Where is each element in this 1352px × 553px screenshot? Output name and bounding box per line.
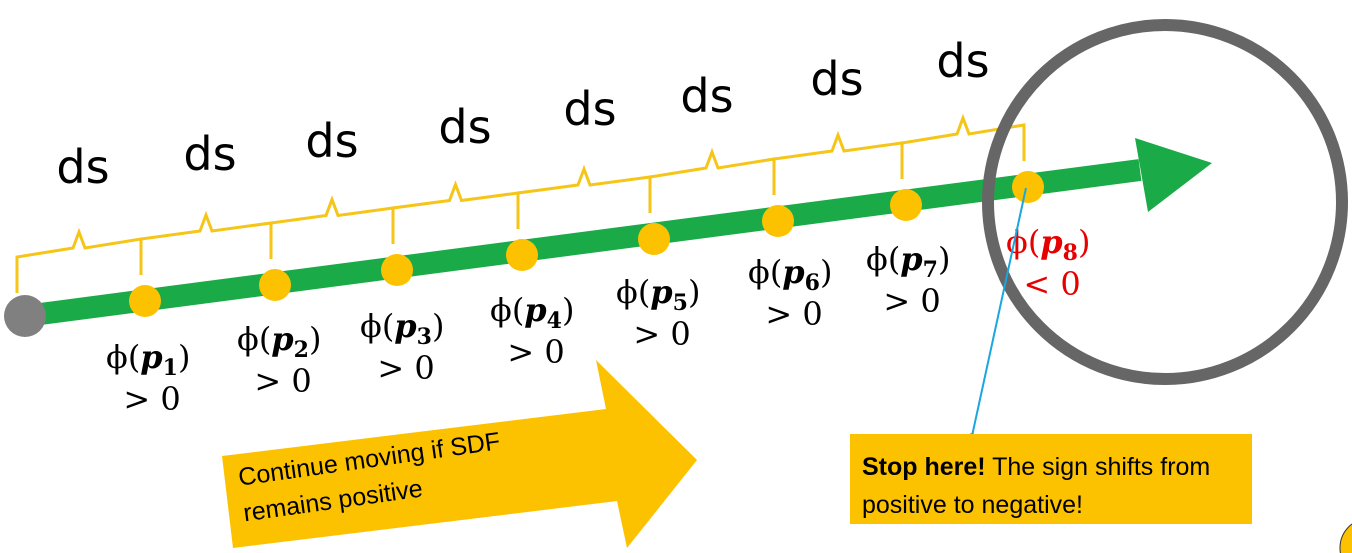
- phi-label: ϕ(p6): [748, 253, 832, 296]
- ds-bracket: [648, 147, 776, 213]
- ds-bracket: [900, 113, 1026, 179]
- phi-label: ϕ(p2): [237, 320, 321, 363]
- inequality-label: > 0: [123, 380, 180, 418]
- corner-badge: [1339, 523, 1352, 553]
- ray-origin: [4, 295, 46, 337]
- inequality-label: < 0: [1023, 265, 1080, 303]
- sample-point: [890, 189, 922, 221]
- inequality-label: > 0: [633, 315, 690, 353]
- ray-arrowhead: [1135, 138, 1212, 212]
- sample-point: [259, 269, 291, 301]
- phi-label: ϕ(p3): [360, 307, 444, 350]
- stop-callout-text: The sign shifts from positive to negativ…: [862, 453, 1211, 519]
- ds-bracket: [516, 164, 652, 229]
- phi-label: ϕ(p8): [1006, 223, 1090, 266]
- phi-label: ϕ(p7): [866, 240, 950, 283]
- sample-point: [129, 285, 161, 317]
- inequality-label: > 0: [765, 295, 822, 333]
- inequality-label: > 0: [377, 349, 434, 387]
- stop-callout-box: Stop here! The sign shifts from positive…: [850, 434, 1252, 524]
- sample-point: [762, 205, 794, 237]
- stop-callout-bold: Stop here!: [862, 453, 986, 481]
- sample-point: [1012, 171, 1044, 203]
- ds-label: ds: [810, 52, 863, 106]
- ds-bracket: [772, 130, 904, 195]
- ds-bracket: [139, 210, 273, 275]
- ds-label: ds: [183, 127, 236, 181]
- sample-point: [638, 223, 670, 255]
- ds-brackets: [15, 113, 1026, 293]
- ds-bracket: [391, 180, 520, 244]
- ds-label: ds: [563, 82, 616, 136]
- highlight-circle: [982, 19, 1348, 385]
- phi-label: ϕ(p1): [106, 338, 190, 381]
- sample-point: [381, 254, 413, 286]
- phi-labels: ϕ(p1)> 0ϕ(p2)> 0ϕ(p3)> 0ϕ(p4)> 0ϕ(p5)> 0…: [106, 223, 1090, 418]
- continue-arrow: [222, 360, 697, 548]
- sample-point: [506, 239, 538, 271]
- sample-points: [129, 171, 1044, 317]
- phi-label: ϕ(p4): [490, 291, 574, 334]
- ds-labels: ds ds ds ds ds ds ds ds: [56, 34, 989, 194]
- ds-label: ds: [438, 100, 491, 154]
- ray-line: [23, 159, 1142, 327]
- inequality-label: > 0: [507, 333, 564, 371]
- ds-label: ds: [56, 140, 109, 194]
- ds-label: ds: [680, 69, 733, 123]
- ds-bracket: [15, 227, 143, 293]
- ds-label: ds: [936, 34, 989, 88]
- inequality-label: > 0: [254, 362, 311, 400]
- phi-label: ϕ(p5): [616, 273, 700, 316]
- inequality-label: > 0: [883, 282, 940, 320]
- callout-line: [971, 187, 1027, 437]
- ds-bracket: [269, 195, 395, 259]
- ds-label: ds: [305, 114, 358, 168]
